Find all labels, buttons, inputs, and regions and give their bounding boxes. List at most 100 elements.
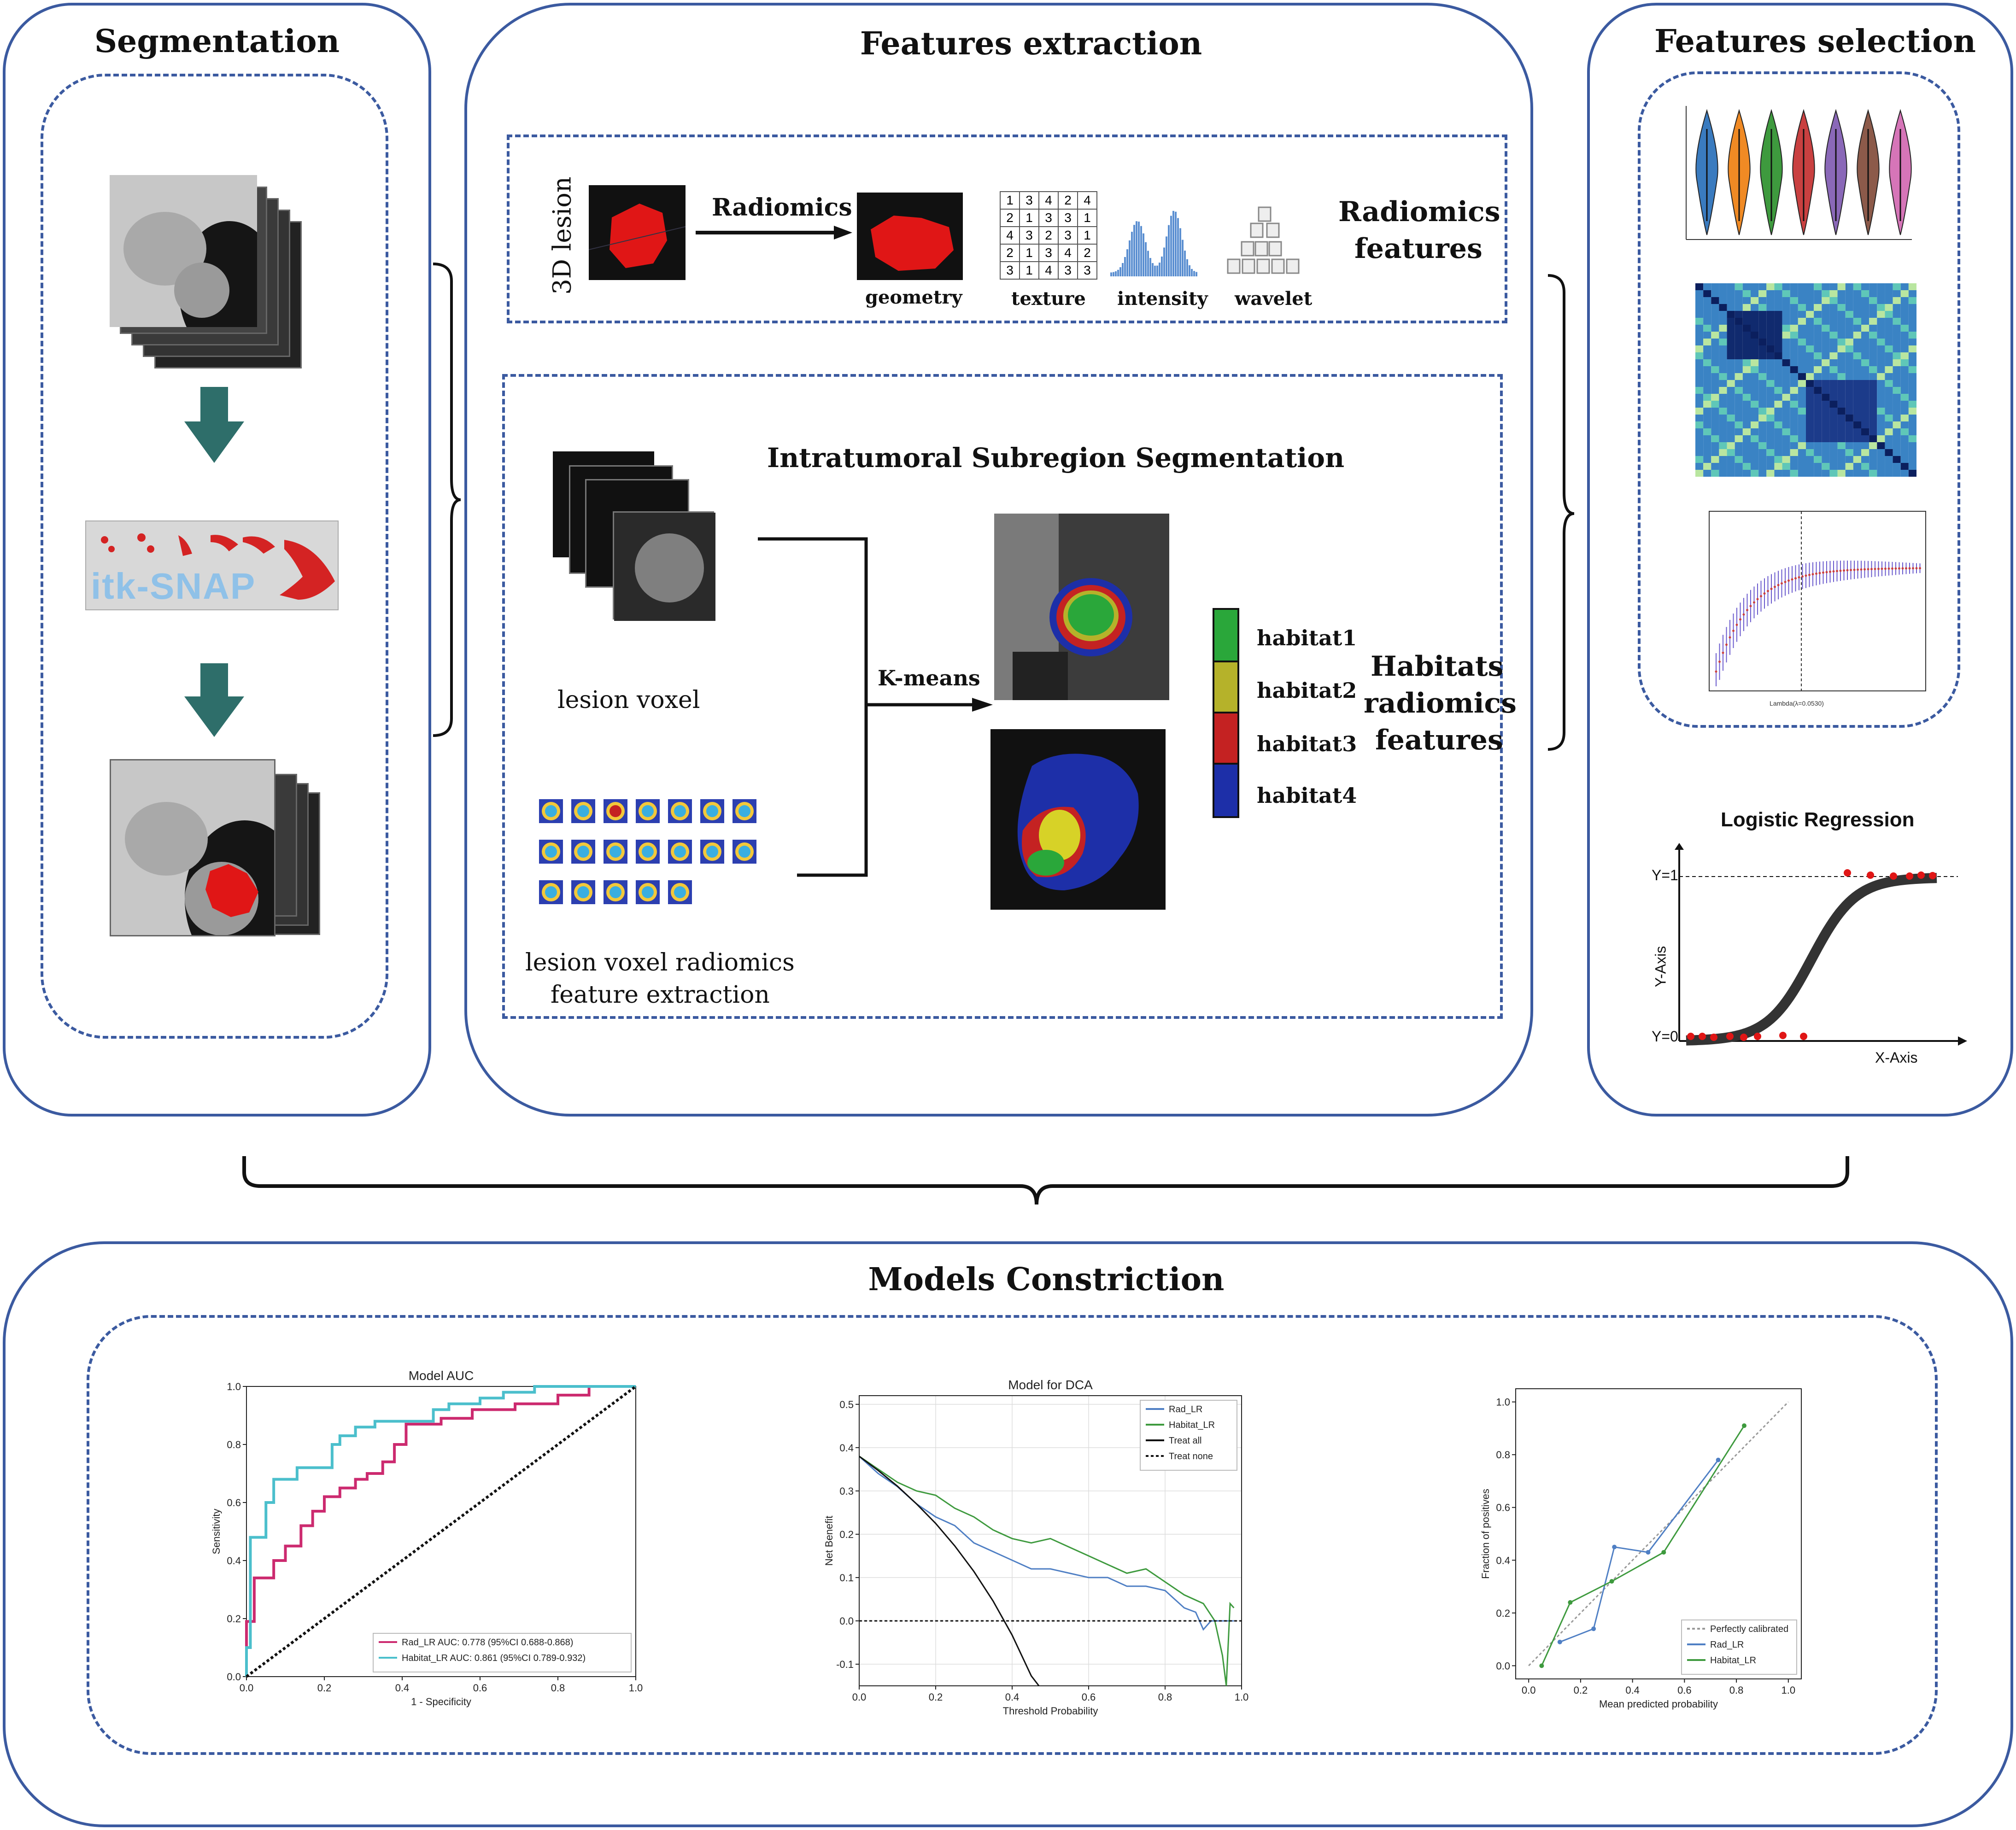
heatmap-cell xyxy=(1814,421,1822,428)
heatmap-cell xyxy=(1814,415,1822,421)
heatmap-cell xyxy=(1837,394,1846,401)
heatmap-cell xyxy=(1853,428,1861,435)
heatmap-cell xyxy=(1893,352,1901,359)
voxel-feature-label-2: feature extraction xyxy=(551,981,770,1009)
heatmap-cell xyxy=(1782,290,1790,297)
heatmap-cell xyxy=(1837,415,1846,421)
heatmap-cell xyxy=(1782,435,1790,442)
heatmap-cell xyxy=(1727,428,1735,435)
habitat1-label: habitat1 xyxy=(1257,626,1357,650)
y-axis-label: Net Benefit xyxy=(823,1516,835,1566)
heatmap-cell xyxy=(1798,345,1806,352)
heatmap-cell xyxy=(1711,359,1719,366)
heatmap-cell xyxy=(1782,352,1790,359)
heatmap-cell xyxy=(1774,463,1782,470)
heatmap-cell xyxy=(1742,339,1751,345)
heatmap-cell xyxy=(1742,456,1751,463)
heatmap-cell xyxy=(1782,394,1790,401)
heatmap-cell xyxy=(1798,401,1806,408)
lasso-point xyxy=(1777,584,1780,586)
lasso-point xyxy=(1898,567,1900,570)
histogram-bar xyxy=(1140,226,1142,276)
heatmap-cell xyxy=(1885,352,1893,359)
heatmap-cell xyxy=(1735,456,1743,463)
heatmap-cell xyxy=(1798,470,1806,477)
heatmap-cell xyxy=(1751,304,1759,311)
x-tick-label: 0.6 xyxy=(1082,1691,1096,1703)
heatmap-cell xyxy=(1900,401,1909,408)
heatmap-cell xyxy=(1885,373,1893,380)
heatmap-cell xyxy=(1861,304,1869,311)
texture-cell: 3 xyxy=(1038,209,1059,227)
heatmap-cell xyxy=(1735,415,1743,421)
sigmoid-curve xyxy=(1686,873,1937,1046)
y-tick-label: 0.0 xyxy=(839,1615,854,1627)
heatmap-cell xyxy=(1703,380,1711,387)
heatmap-cell xyxy=(1829,325,1838,332)
y-tick-label: 0.2 xyxy=(1496,1608,1510,1619)
heatmap-cell xyxy=(1766,415,1775,421)
voxel-feature-maps xyxy=(539,799,769,919)
segmentation-title: Segmentation xyxy=(94,23,340,60)
heatmap-cell xyxy=(1727,387,1735,394)
plot-frame xyxy=(859,1395,1242,1686)
heatmap-cell xyxy=(1814,442,1822,449)
series-line xyxy=(245,1385,636,1677)
legend-box xyxy=(1681,1620,1797,1675)
y-tick-label: 0.4 xyxy=(839,1442,854,1454)
heatmap-cell xyxy=(1695,408,1704,415)
heatmap-cell xyxy=(1861,352,1869,359)
heatmap-cell xyxy=(1774,373,1782,380)
heatmap-cell xyxy=(1845,435,1853,442)
heatmap-cell xyxy=(1822,304,1830,311)
texture-cell: 2 xyxy=(1038,226,1059,245)
heatmap-cell xyxy=(1735,373,1743,380)
habitats-features-title-1: Habitats xyxy=(1371,650,1504,683)
heatmap-cell xyxy=(1774,283,1782,290)
heatmap-cell xyxy=(1695,456,1704,463)
heatmap-cell xyxy=(1908,415,1916,421)
heatmap-cell xyxy=(1885,401,1893,408)
wavelet-icon xyxy=(1225,205,1304,276)
heatmap-cell xyxy=(1845,297,1853,304)
heatmap-cell xyxy=(1711,463,1719,470)
heatmap-cell xyxy=(1845,359,1853,366)
heatmap-cell xyxy=(1711,380,1719,387)
heatmap-cell xyxy=(1814,463,1822,470)
heatmap-cell xyxy=(1814,435,1822,442)
histogram-bar xyxy=(1152,263,1154,276)
lasso-point xyxy=(1864,568,1866,571)
heatmap-cell xyxy=(1735,428,1743,435)
heatmap-cell xyxy=(1829,435,1838,442)
heatmap-cell xyxy=(1853,442,1861,449)
heatmap-cell xyxy=(1845,283,1853,290)
lasso-point xyxy=(1908,567,1911,570)
heatmap-cell xyxy=(1766,359,1775,366)
texture-cell: 4 xyxy=(1077,191,1097,210)
lasso-cv-plot: Lambda(λ=0.0530) xyxy=(1695,507,1930,709)
habitat4-swatch xyxy=(1213,763,1239,818)
x-tick-label: 0.2 xyxy=(929,1691,943,1703)
heatmap-cell xyxy=(1751,283,1759,290)
heatmap-cell xyxy=(1703,401,1711,408)
heatmap-cell xyxy=(1719,428,1727,435)
heatmap-cell xyxy=(1885,311,1893,318)
heatmap-cell xyxy=(1829,311,1838,318)
heatmap-cell xyxy=(1869,304,1877,311)
heatmap-cell xyxy=(1829,463,1838,470)
heatmap-cell xyxy=(1814,373,1822,380)
heatmap-cell xyxy=(1727,470,1735,477)
heatmap-cell xyxy=(1727,463,1735,470)
heatmap-cell xyxy=(1711,449,1719,456)
heatmap-cell xyxy=(1877,304,1885,311)
heatmap-cell xyxy=(1751,297,1759,304)
heatmap-cell xyxy=(1758,359,1767,366)
data-point xyxy=(1726,1033,1734,1040)
heatmap-cell xyxy=(1806,290,1814,297)
heatmap-cell xyxy=(1742,345,1751,352)
heatmap-cell xyxy=(1695,449,1704,456)
heatmap-cell xyxy=(1798,304,1806,311)
heatmap-cell xyxy=(1829,345,1838,352)
heatmap-cell xyxy=(1885,449,1893,456)
heatmap-cell xyxy=(1877,290,1885,297)
